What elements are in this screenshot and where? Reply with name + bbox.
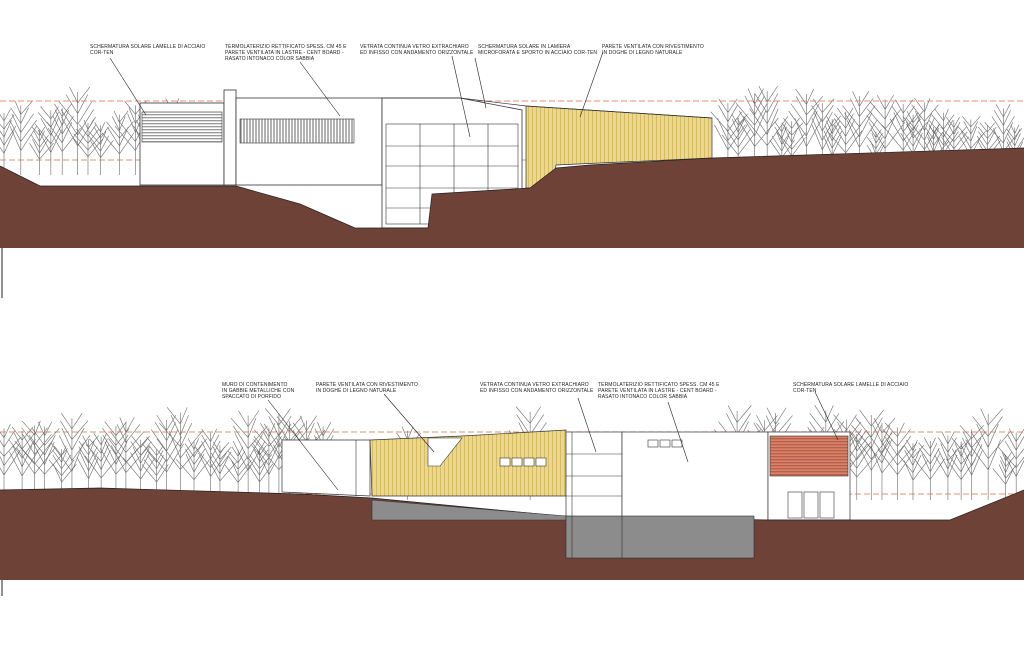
tree [913,437,945,500]
corten-louvre-panel [769,435,849,477]
tree [900,111,928,175]
tree [940,116,970,175]
small-windows [647,439,683,448]
ground-section [0,488,1024,580]
tree [76,435,99,500]
gabion-wall-block [281,439,371,497]
tree [934,431,964,500]
chimney [223,89,237,186]
annotation-brick-wall: TERMOLATERIZIO RETTIFICATO SPESS. CM 45 … [225,44,347,62]
annotation-timber-wall: PARETE VENTILATA CON RIVESTIMENTO IN DOG… [602,44,704,56]
tree [59,86,96,175]
tree [957,116,986,175]
roof-line [382,97,713,119]
elevation-top [0,51,1024,298]
annotation-corten-louvres: SCHERMATURA SOLARE LAMELLE DI ACCIAIO CO… [90,44,206,56]
tree [776,117,806,175]
annotation-leaders [267,391,839,491]
small-windows [499,457,547,467]
vertical-louvre-panel [239,118,355,144]
tree [992,452,1017,500]
tree [48,445,77,500]
annotation-brick-wall: TERMOLATERIZIO RETTIFICATO SPESS. CM 45 … [598,382,720,400]
tree [73,119,104,175]
tree [21,421,68,500]
tree [965,408,1010,500]
corten-louvre-panel [141,111,223,143]
tree [959,424,987,500]
tree [997,428,1024,500]
tree [769,122,795,175]
tree [863,417,904,500]
annotation-leaders [109,51,604,138]
tree [14,420,56,500]
tree [984,104,1023,175]
tree [251,423,284,500]
brick-wall-block [621,431,769,521]
tree [8,426,38,500]
tree [141,445,169,500]
tree [811,98,836,175]
ground-section [0,148,1024,248]
tree [851,409,893,500]
tree [84,432,120,500]
tree [0,109,17,175]
tree [156,407,208,500]
tree [209,441,237,500]
tree [823,115,843,175]
tree [247,445,274,500]
ground-line [0,487,1024,521]
elevation-bottom [0,391,1024,596]
tree [788,88,823,175]
tree [230,410,268,500]
tree [9,101,37,175]
tree [50,413,91,500]
annotation-perforated-sheet: SCHERMATURA SOLARE IN LAMIERA MICROFORAT… [478,44,598,56]
tree [88,122,114,175]
skylight-notch [427,437,463,467]
annotation-glazing: VETRATA CONTINUA VETRO EXTRACHIARO ED IN… [360,44,474,56]
basement-section [565,515,755,559]
annotation-glazing: VETRATA CONTINUA VETRO EXTRACHIARO ED IN… [480,382,594,394]
annotation-corten-louvres: SCHERMATURA SOLARE LAMELLE DI ACCIAIO CO… [793,382,909,394]
tree [866,94,906,175]
tree [142,414,184,500]
tree [175,438,211,500]
tree [46,103,81,175]
tree [721,113,754,175]
tree [29,126,54,175]
tree [898,439,929,500]
ground-line [0,147,1024,229]
tree [928,108,959,175]
annotation-gabion-wall: MURO DI CONTENIMENTO IN GABBIE METALLICH… [222,382,295,400]
annotation-timber-wall: PARETE VENTILATA CON RIVESTIMENTO IN DOG… [316,382,418,394]
tree [0,424,22,500]
